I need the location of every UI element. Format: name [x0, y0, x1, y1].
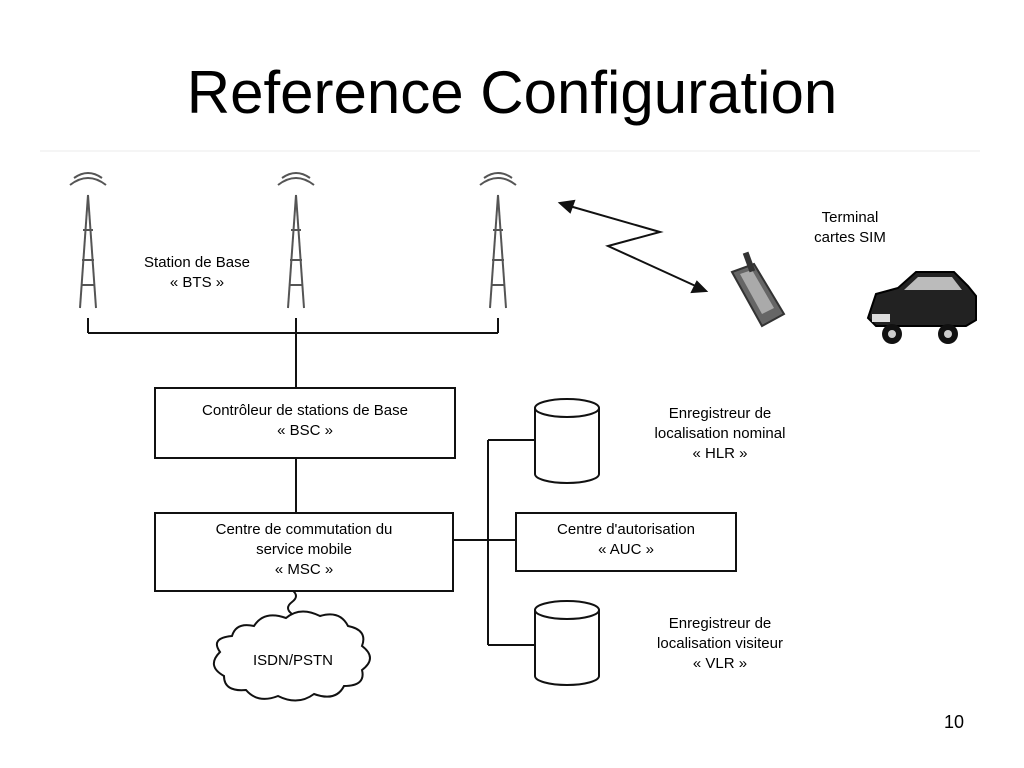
- car-icon: [866, 271, 977, 344]
- hlr-database-icon: [534, 398, 600, 484]
- msc-label: Centre de commutation du service mobile …: [156, 514, 452, 580]
- antenna-tower-right: [479, 172, 517, 309]
- isdn-pstn-label: ISDN/PSTN: [252, 652, 333, 669]
- hlr-label-line1: Enregistreur de: [668, 405, 772, 422]
- antenna-tower-middle: [277, 172, 315, 309]
- vlr-database-icon: [534, 600, 600, 686]
- msc-label-line3: « MSC »: [274, 561, 334, 578]
- msc-label-line2: service mobile: [256, 541, 352, 558]
- isdn-pstn-cloud: [213, 610, 371, 702]
- msc-label-line1: Centre de commutation du: [215, 521, 393, 538]
- terminal-label-line1: Terminal: [821, 209, 879, 226]
- msc-box: Centre de commutation du service mobile …: [154, 512, 454, 592]
- page-number: 10: [943, 712, 964, 732]
- terminal-label: Terminal cartes SIM: [795, 208, 905, 248]
- bsc-label-line1: Contrôleur de stations de Base: [202, 402, 408, 419]
- auc-label: Centre d'autorisation « AUC »: [517, 514, 735, 560]
- bts-bus-line: [87, 318, 499, 387]
- hlr-label-line2: localisation nominal: [654, 425, 786, 442]
- vlr-label-line3: « VLR »: [692, 655, 748, 672]
- auc-label-line2: « AUC »: [598, 541, 654, 558]
- radio-link-icon: [557, 199, 709, 294]
- bts-label-line2: « BTS »: [169, 274, 225, 291]
- vlr-label-line1: Enregistreur de: [668, 615, 772, 632]
- auc-box: Centre d'autorisation « AUC »: [515, 512, 737, 572]
- antenna-tower-left: [69, 172, 107, 309]
- bts-label: Station de Base « BTS »: [112, 253, 282, 293]
- bsc-label-line2: « BSC »: [277, 422, 333, 439]
- mobile-phone-icon: [730, 251, 786, 328]
- slide-title: Reference Configuration: [186, 59, 838, 126]
- hlr-label: Enregistreur de localisation nominal « H…: [630, 404, 810, 464]
- bts-label-line1: Station de Base: [144, 254, 250, 271]
- terminal-label-line2: cartes SIM: [814, 229, 886, 246]
- msc-database-bus: [452, 439, 535, 646]
- bsc-label: Contrôleur de stations de Base « BSC »: [156, 389, 454, 441]
- vlr-label-line2: localisation visiteur: [657, 635, 783, 652]
- background-ghost-text: [40, 150, 980, 152]
- hlr-label-line3: « HLR »: [692, 445, 748, 462]
- auc-label-line1: Centre d'autorisation: [557, 521, 695, 538]
- bsc-box: Contrôleur de stations de Base « BSC »: [154, 387, 456, 459]
- vlr-label: Enregistreur de localisation visiteur « …: [630, 614, 810, 674]
